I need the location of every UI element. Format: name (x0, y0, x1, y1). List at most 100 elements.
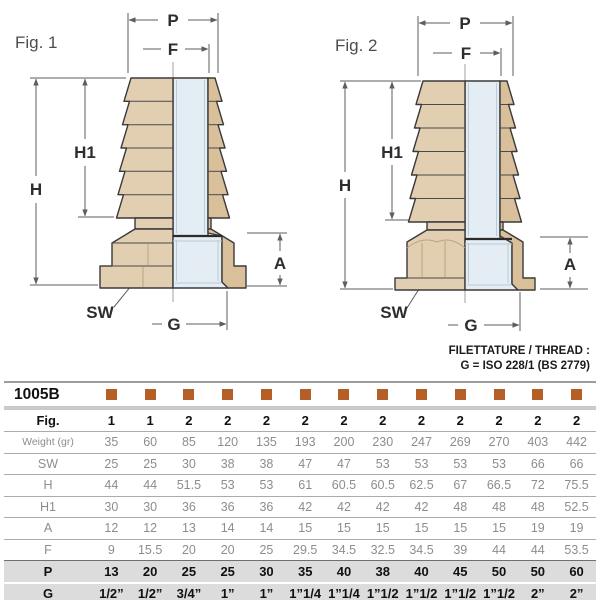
table-cell: 1”1/2 (405, 586, 438, 600)
fig2-part (394, 80, 536, 291)
table-cell: 2 (417, 413, 426, 428)
swatch-cell (92, 389, 131, 400)
table-cell: 1”1/4 (289, 586, 322, 600)
table-cell: 15 (414, 521, 429, 536)
table-cell: 48 (453, 499, 468, 514)
table-cell: 14 (259, 521, 274, 536)
table-cell: 44 (104, 478, 119, 493)
product-swatch-icon (493, 389, 505, 400)
row-label: SW (37, 456, 59, 471)
row-label: F (44, 542, 52, 557)
table-cell: 19 (530, 521, 545, 536)
table-cell: 15 (375, 521, 390, 536)
fig1-dim-label-sw: SW (86, 303, 114, 322)
product-code: 1005B (14, 385, 60, 403)
table-cell: 53 (220, 478, 235, 493)
row-label: P (43, 563, 53, 579)
table-cell: 2” (530, 586, 545, 600)
table-cell: 2 (262, 413, 271, 428)
product-swatch-icon (222, 389, 234, 400)
row-label: A (43, 521, 53, 536)
table-cell: 1”1/2 (483, 586, 515, 600)
table-cell: 25 (220, 563, 235, 579)
table-cell: 50 (491, 563, 507, 579)
table-cell: 62.5 (409, 478, 434, 493)
product-swatch-icon (571, 389, 583, 400)
table-cell: 67 (453, 478, 468, 493)
table-cell: 85 (181, 435, 196, 450)
table-cell: 44 (143, 478, 158, 493)
fig1-dim-label-g: G (167, 315, 180, 334)
figure-2-label: Fig. 2 (335, 36, 378, 55)
fig1-barb-lines (100, 100, 223, 267)
table-cell: 19 (569, 521, 584, 536)
product-swatch-icon (299, 389, 311, 400)
table-cell: 15 (298, 521, 313, 536)
table-cell: 42 (337, 499, 351, 514)
table-cell: 20 (142, 563, 158, 579)
fig2-bore-lines (465, 83, 512, 286)
swatch-cell (441, 389, 480, 400)
row-label: H1 (40, 499, 56, 514)
table-cell: 40 (336, 563, 352, 579)
table-cell: 60 (569, 563, 584, 579)
table-cell: 47 (337, 456, 351, 471)
table-cell: 53 (414, 456, 429, 471)
table-cell: 60.5 (370, 478, 395, 493)
header-separator-band (4, 406, 596, 410)
table-cell: 13 (181, 521, 196, 536)
table-cell: 270 (488, 435, 510, 450)
table-cell: 72 (530, 478, 545, 493)
swatch-cell (286, 389, 325, 400)
table-cell: 39 (453, 542, 468, 557)
table-cell: 2 (340, 413, 348, 428)
table-cell: 1/2” (137, 586, 163, 600)
table-cell: 1/2” (99, 586, 124, 600)
fig1-part (99, 77, 247, 289)
product-swatch-icon (338, 389, 350, 400)
table-cell: 14 (220, 521, 235, 536)
row-label: Weight (gr) (22, 436, 74, 449)
table-cell: 53.5 (564, 542, 589, 557)
table-cell: 25 (104, 456, 119, 471)
swatch-cell (480, 389, 519, 400)
table-cell: 35 (104, 435, 119, 450)
table-cell: 66 (530, 456, 545, 471)
table-cell: 35 (297, 563, 313, 579)
spec-table-header: 1005B (4, 381, 596, 406)
thread-note-line1: FILETTATURE / THREAD : (448, 345, 590, 357)
fig1-dim-label-h1: H1 (74, 143, 96, 162)
fig1-arrowheads (33, 17, 283, 327)
thread-note-line2: G = ISO 228/1 (BS 2779) (460, 359, 590, 372)
table-cell: 40 (414, 563, 429, 579)
table-cell: 2 (185, 413, 193, 428)
swatch-cell (363, 389, 402, 400)
fig2-dim-label-p: P (459, 14, 470, 33)
table-cell: 36 (220, 499, 235, 514)
table-cell: 44 (492, 542, 506, 557)
swatch-cell (557, 389, 596, 400)
table-cell: 2 (534, 413, 542, 428)
swatch-cell (402, 389, 441, 400)
fig1-dim-label-p: P (167, 11, 178, 30)
table-cell: 269 (449, 435, 471, 450)
table-cell: 2 (495, 413, 503, 428)
table-cell: 30 (104, 499, 119, 514)
table-cell: 15 (337, 521, 351, 536)
table-cell: 47 (298, 456, 313, 471)
fig2-dim-label-g: G (464, 316, 477, 335)
table-cell: 2” (569, 586, 584, 600)
table-cell: 42 (414, 499, 429, 514)
figure-1-label: Fig. 1 (15, 33, 58, 52)
table-cell: 15 (492, 521, 506, 536)
table-cell: 1”1/2 (366, 586, 399, 600)
table-cell: 1 (146, 413, 154, 428)
row-label: H (43, 478, 53, 493)
table-cell: 230 (372, 435, 394, 450)
table-cell: 12 (143, 521, 158, 536)
